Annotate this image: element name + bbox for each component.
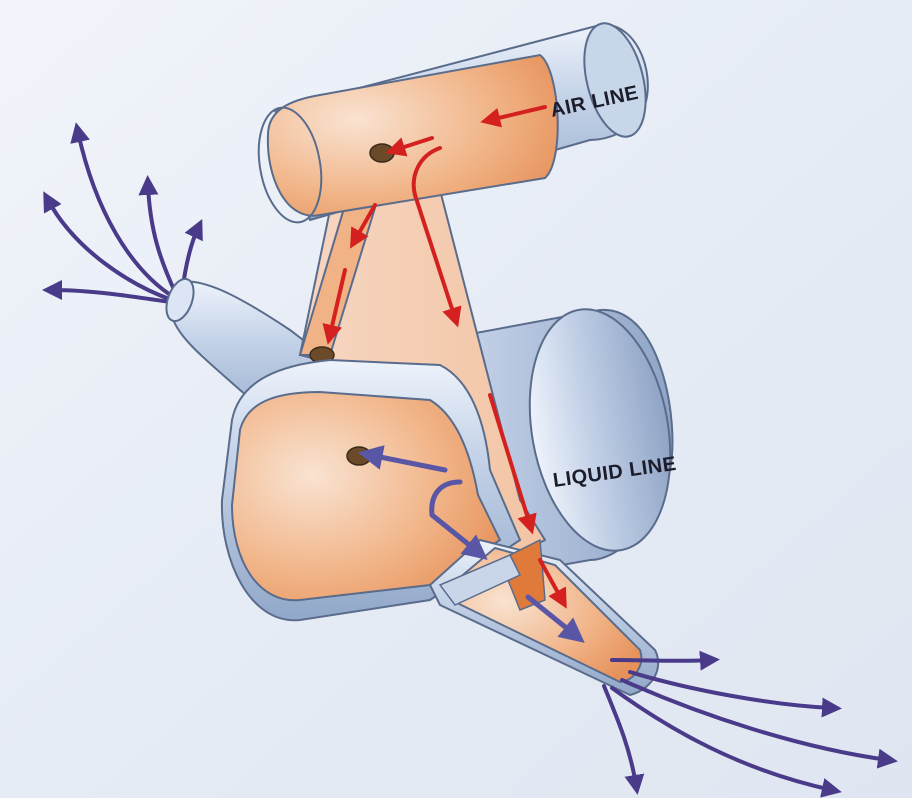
air-line-port <box>370 144 394 162</box>
liquid-chamber-port <box>347 447 371 465</box>
spray-arrow-right-1 <box>612 660 710 661</box>
